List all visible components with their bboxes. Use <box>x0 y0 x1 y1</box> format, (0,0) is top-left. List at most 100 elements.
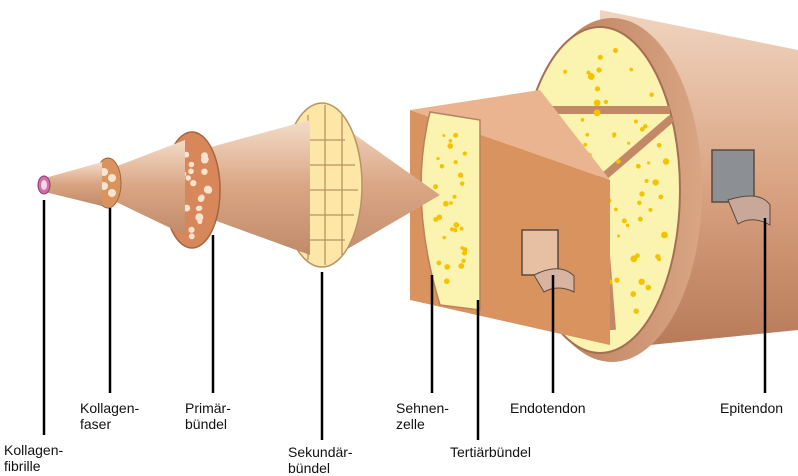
cell-dot <box>657 257 661 261</box>
label-line-1: Sekundär- <box>288 444 353 460</box>
cell-dot <box>655 181 659 185</box>
cell-dot <box>613 48 618 53</box>
cell-dot <box>594 100 601 107</box>
cell-dot <box>444 278 450 284</box>
cell-dot <box>594 109 601 116</box>
cell-dot <box>604 100 608 104</box>
cell-dot <box>612 132 616 136</box>
cell-dot <box>197 219 202 224</box>
cell-dot <box>626 224 630 228</box>
label-tertiaerbuendel: Tertiärbündel <box>450 444 531 460</box>
label-primaerbuendel: Primär- bündel <box>185 400 231 432</box>
cell-dot <box>638 217 643 222</box>
cell-dot <box>460 181 465 186</box>
cell-dot <box>617 235 620 238</box>
cell-dot <box>645 179 649 183</box>
label-line-2: fibrille <box>4 458 63 474</box>
cell-dot <box>658 195 663 200</box>
cell-dot <box>442 134 445 137</box>
label-sehnenzelle: Sehnen- zelle <box>396 400 449 432</box>
cell-dot <box>188 227 194 233</box>
cell-dot <box>453 133 458 138</box>
cell-dot <box>649 92 654 97</box>
cell-dot <box>648 208 652 212</box>
cell-dot <box>449 201 453 205</box>
cell-dot <box>460 263 463 266</box>
cell-dot <box>661 232 668 239</box>
label-line-1: Kollagen- <box>80 400 139 416</box>
label-line-2: bündel <box>288 460 353 476</box>
cell-dot <box>190 180 196 186</box>
cell-dot <box>437 261 442 266</box>
label-endotendon: Endotendon <box>510 400 586 416</box>
cell-dot <box>638 279 644 285</box>
cell-dot <box>614 278 619 283</box>
cone-fibril-to-fiber <box>45 162 102 206</box>
cell-dot <box>639 191 644 196</box>
cell-dot <box>647 161 650 164</box>
cell-dot <box>440 164 445 169</box>
cell-dot <box>433 184 438 189</box>
cell-dot <box>463 151 467 155</box>
label-line-1: Primär- <box>185 400 231 416</box>
cell-dot <box>627 142 630 145</box>
cell-dot <box>657 143 662 148</box>
cell-dot <box>458 173 463 178</box>
cell-dot <box>444 264 450 270</box>
cell-dot <box>581 118 585 122</box>
label-kollagenfaser: Kollagen- faser <box>80 400 139 432</box>
label-line-2: zelle <box>396 416 449 432</box>
cell-dot <box>185 175 190 180</box>
cell-dot <box>460 227 464 231</box>
cell-dot <box>205 187 212 194</box>
label-line-1: Sehnen- <box>396 400 449 416</box>
cell-dot <box>447 143 453 149</box>
label-kollagenfibrille: Kollagen- fibrille <box>4 442 63 474</box>
cell-dot <box>635 253 640 258</box>
cell-dot <box>629 68 633 72</box>
cell-dot <box>645 285 651 291</box>
cell-dot <box>189 162 195 168</box>
cell-dot <box>189 233 195 239</box>
cell-dot <box>633 308 638 313</box>
cell-dot <box>201 168 207 174</box>
cell-dot <box>452 195 456 199</box>
cell-dot <box>204 157 209 162</box>
cell-dot <box>614 208 618 212</box>
cell-dot <box>596 67 601 72</box>
cell-dot <box>643 124 648 129</box>
cell-dot <box>622 218 627 223</box>
cell-dot <box>188 169 194 175</box>
cell-dot <box>563 70 567 74</box>
cell-dot <box>598 55 603 60</box>
cell-dot <box>449 139 453 143</box>
cell-dot <box>453 228 457 232</box>
cell-dot <box>437 215 442 220</box>
cell-dot <box>454 160 458 164</box>
cell-dot <box>616 159 621 164</box>
cell-dot <box>196 206 201 211</box>
cell-dot <box>460 246 464 250</box>
cell-dot <box>453 222 459 228</box>
cell-dot <box>630 291 636 297</box>
cell-dot <box>198 195 205 202</box>
cell-dot <box>443 201 449 207</box>
cell-dot <box>637 201 641 205</box>
label-line-1: Kollagen- <box>4 442 63 458</box>
cell-dot <box>585 133 589 137</box>
label-epitendon: Epitendon <box>720 400 783 416</box>
cell-dot <box>461 259 465 263</box>
label-line-2: faser <box>80 416 139 432</box>
cell-dot <box>583 143 587 147</box>
cell-dot <box>436 157 439 160</box>
cone-fiber-to-primary <box>112 140 185 235</box>
cell-dot <box>595 86 600 91</box>
cell-dot <box>588 73 595 80</box>
label-sekundaerbuendel: Sekundär- bündel <box>288 444 353 476</box>
label-line-2: bündel <box>185 416 231 432</box>
collagen-fibril <box>38 176 50 194</box>
cell-dot <box>636 164 641 169</box>
cell-dot <box>442 236 446 240</box>
cell-dot <box>663 158 669 164</box>
cell-dot <box>634 120 638 124</box>
